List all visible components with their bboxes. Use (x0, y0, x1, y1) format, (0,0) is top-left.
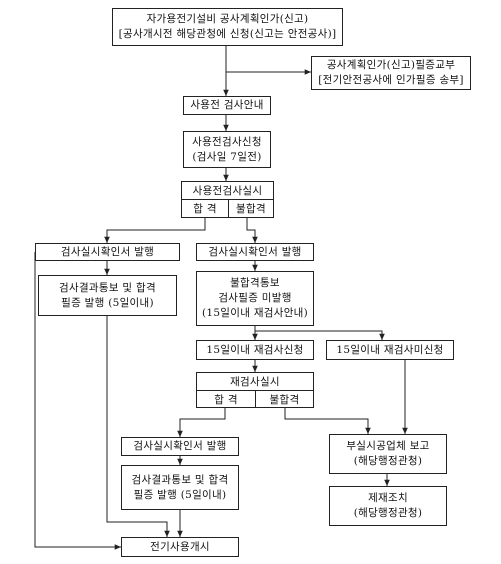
node-sanction: 제재조치 (해당행정관청) (329, 486, 447, 526)
node-no-reinspect: 15일이내 재검사미신청 (326, 340, 454, 360)
node-text: 제재조치 (368, 492, 408, 504)
connector-left-rail-to-start (34, 252, 121, 550)
connector-pass-notice-to-start (106, 316, 170, 537)
connector-repass-to-certificate (177, 408, 226, 437)
node-pass-notice: 검사결과통보 및 합격 필증 발행 (5일이내) (38, 275, 177, 316)
connector-refail-to-report (284, 408, 371, 434)
node-text: 15일이내 재검사신청 (206, 343, 304, 356)
node-plan-approval: 자가용전기설비 공사계획인가(신고) [공사개시전 해당관청에 신청(신고는 안… (112, 8, 343, 46)
branch-pass-label: 합 격 (214, 393, 238, 406)
node-text: [전기안전공사에 인가필증 송부] (318, 74, 464, 86)
node-text: 검사실시확인서 발행 (133, 440, 227, 452)
node-fail-certificate: 검사실시확인서 발행 (196, 243, 314, 261)
connector-notice-to-no-reinspect (255, 330, 385, 340)
node-text: (해당행정관청) (353, 455, 423, 467)
node-text: 검사결과통보 및 합격 (131, 473, 229, 486)
node-text: 공사계획인가(신고)필증교부 (326, 59, 456, 71)
node-text: 검사필증 미발행 (218, 292, 292, 304)
node-text: 사용전검사신청 (192, 135, 262, 148)
node-text: 15일이내 재검사미신청 (336, 343, 444, 356)
node-start-use: 전기사용개시 (121, 537, 239, 557)
node-fail-notice: 불합격통보 검사필증 미발행 (15일이내 재검사안내) (196, 271, 314, 326)
node-text: 불합격통보 (230, 277, 280, 289)
node-text: 필증 발행 (5일이내) (133, 488, 227, 501)
node-text: 사용전 검사안내 (190, 99, 264, 111)
connector-fail-to-certificate (246, 218, 258, 243)
node-reinspection: 재검사실시 합 격 불합격 (196, 372, 314, 408)
connector-pass-to-certificate (104, 218, 206, 243)
node-certificate-send: 공사계획인가(신고)필증교부 [전기안전공사에 인가필증 송부] (311, 56, 471, 90)
node-text: (15일이내 재검사안내) (201, 307, 309, 319)
node-text: 전기사용개시 (150, 540, 210, 553)
node-text: (검사일 7일전) (192, 150, 262, 163)
node-text: 검사실시확인서 발행 (208, 245, 302, 258)
node-text: [공사개시전 해당관청에 신청(신고는 안전공사)] (118, 28, 337, 40)
node-report: 부실시공업체 보고 (해당행정관청) (329, 434, 447, 474)
branch-fail-label: 불합격 (236, 203, 266, 215)
node-reinspect-request: 15일이내 재검사신청 (196, 340, 314, 360)
node-re-pass-certificate: 검사실시확인서 발행 (121, 437, 239, 456)
node-pre-use-inspection: 사용전검사실시 합 격 불합격 (181, 181, 274, 218)
node-pass-certificate: 검사실시확인서 발행 (35, 243, 180, 261)
node-text: 검사결과통보 및 합격 (59, 281, 156, 294)
node-title: 사용전검사실시 (182, 182, 273, 200)
branch-divider (255, 391, 256, 407)
branch-divider (228, 200, 229, 217)
node-pre-use-request: 사용전검사신청 (검사일 7일전) (183, 131, 271, 168)
node-text: (해당행정관청) (353, 507, 423, 519)
node-text: 검사실시확인서 발행 (60, 245, 155, 258)
branch-pass-label: 합 격 (193, 203, 217, 215)
node-text: 부실시공업체 보고 (346, 440, 430, 452)
branch-fail-label: 불합격 (269, 393, 300, 406)
node-title: 재검사실시 (197, 373, 313, 391)
node-re-pass-notice: 검사결과통보 및 합격 필증 발행 (5일이내) (121, 465, 239, 510)
node-text: 필증 발행 (5일이내) (61, 296, 154, 309)
node-pre-use-guide: 사용전 검사안내 (183, 96, 271, 115)
node-text: 자가용전기설비 공사계획인가(신고) (146, 13, 309, 25)
